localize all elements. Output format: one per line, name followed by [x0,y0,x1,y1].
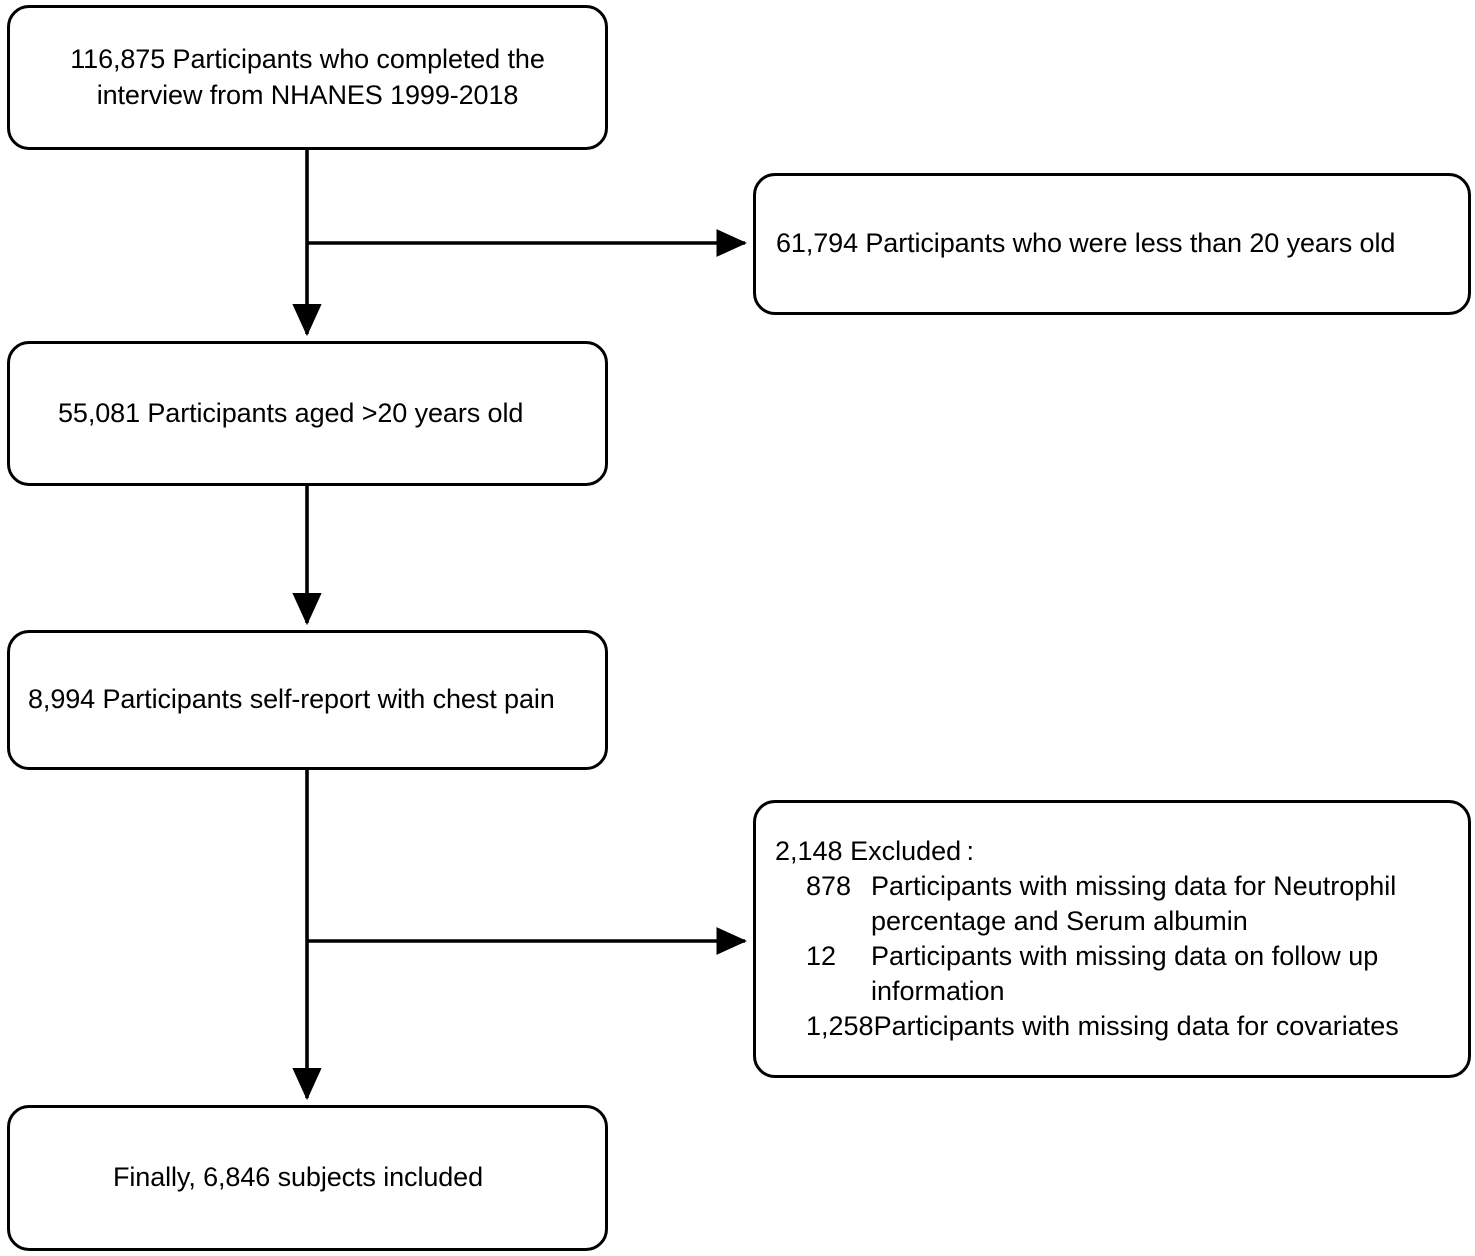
excluded-reason-count: 1,258 [806,1011,874,1042]
node-excluded-detail: 2,148 Excluded : 878 Participants with m… [753,800,1471,1078]
node-adults-over-20: 55,081 Participants aged >20 years old [7,341,608,486]
node-excluded-under-20: 61,794 Participants who were less than 2… [753,173,1471,315]
excluded-reason-row: 1,258 Participants with missing data for… [775,1009,1468,1044]
excluded-reason-row: 12 Participants with missing data on fol… [775,939,1468,1009]
excluded-reason-row: 878 Participants with missing data for N… [775,869,1468,939]
node-final-included: Finally, 6,846 subjects included [7,1105,608,1251]
node-chest-pain: 8,994 Participants self-report with ches… [7,630,608,770]
excluded-detail-title: 2,148 Excluded : [775,835,975,866]
excluded-reason-description: Participants with missing data on follow… [871,941,1379,1007]
excluded-reason-count: 12 [806,941,837,971]
node-excluded-under-20-label: 61,794 Participants who were less than 2… [776,228,1396,259]
excluded-reason-description: Participants with missing data for Neutr… [871,870,1397,936]
node-adults-over-20-label: 55,081 Participants aged >20 years old [58,397,524,428]
excluded-reason-description: Participants with missing data for covar… [873,1011,1399,1042]
node-enrolled-participants: 116,875 Participants who completed the i… [7,5,608,150]
excluded-reason-count: 878 [806,870,852,901]
excluded-detail-body: 2,148 Excluded : 878 Participants with m… [756,834,1468,1045]
node-final-included-label: Finally, 6,846 subjects included [113,1162,484,1193]
node-enrolled-label: 116,875 Participants who completed the i… [70,44,545,110]
node-chest-pain-label: 8,994 Participants self-report with ches… [28,684,555,715]
